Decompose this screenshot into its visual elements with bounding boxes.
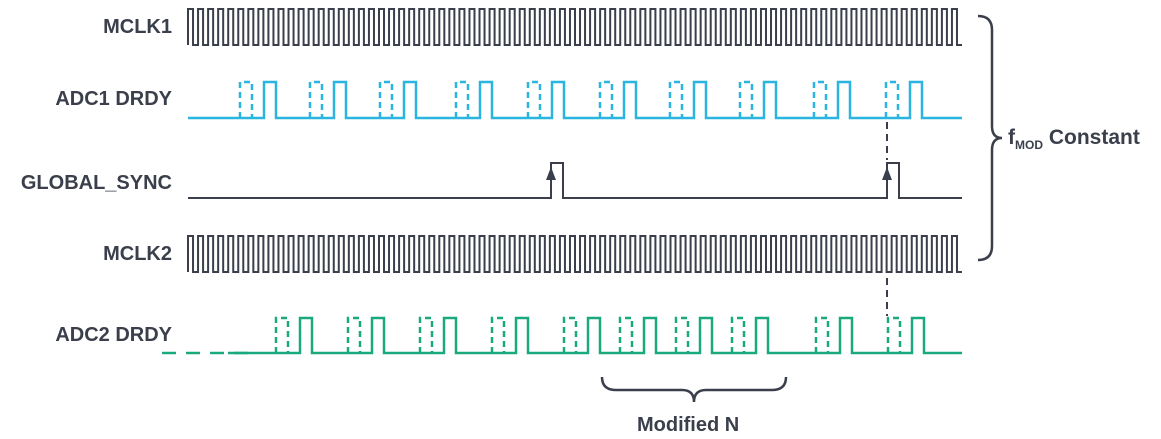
adc1-drdy-label: ADC1 DRDY bbox=[55, 88, 172, 110]
drdy-dashed-pulse bbox=[454, 80, 470, 118]
drdy-dashed-pulse bbox=[274, 316, 290, 353]
drdy-solid-pulses bbox=[188, 80, 962, 120]
mclk2-waveform bbox=[187, 235, 962, 273]
drdy-dashed-pulse bbox=[738, 80, 754, 118]
global-sync-waveform bbox=[188, 162, 962, 199]
drdy-dashed-pulse bbox=[308, 80, 324, 118]
global-sync-label: GLOBAL_SYNC bbox=[20, 172, 172, 194]
drdy-dashed-pulse bbox=[526, 80, 542, 118]
adc2-drdy-label: ADC2 DRDY bbox=[55, 324, 172, 346]
fmod-constant: Constant bbox=[1043, 126, 1140, 149]
fmod-f: f bbox=[1008, 126, 1015, 149]
drdy-dashed-pulse bbox=[668, 80, 684, 118]
drdy-dashed-pulse bbox=[346, 316, 362, 353]
drdy-dashed-pulse bbox=[562, 316, 578, 353]
drdy-dashed-pulse bbox=[812, 80, 828, 118]
drdy-dashed-pulse bbox=[674, 316, 690, 353]
adc2-drdy-waveform bbox=[162, 316, 962, 355]
drdy-dashed-pulse bbox=[886, 316, 902, 353]
sync-edge-arrow bbox=[546, 167, 556, 180]
drdy-dashed-pulse bbox=[598, 80, 614, 118]
modified-n-label: Modified N bbox=[637, 414, 740, 436]
adc1-drdy-waveform bbox=[188, 80, 962, 120]
sync-waveform bbox=[188, 162, 962, 199]
drdy-dashed-pulse bbox=[814, 316, 830, 353]
fmod-constant-label: fMOD Constant bbox=[1008, 126, 1140, 152]
drdy-dashed-pulse bbox=[238, 80, 254, 118]
drdy-dashed-pulse bbox=[378, 80, 394, 118]
drdy-dashed-pulse bbox=[490, 316, 506, 353]
clock-pulse-train bbox=[187, 8, 962, 46]
drdy-dashed-pulse bbox=[884, 80, 900, 118]
fmod-subscript: MOD bbox=[1015, 138, 1043, 153]
drdy-dashed-pulse bbox=[618, 316, 634, 353]
mclk2-label: MCLK2 bbox=[103, 243, 172, 265]
drdy-dashed-pulse bbox=[730, 316, 746, 353]
clock-pulse-train bbox=[187, 235, 962, 273]
mclk1-label: MCLK1 bbox=[103, 16, 172, 38]
mclk1-waveform bbox=[187, 8, 962, 46]
sync-edge-arrow bbox=[882, 167, 892, 180]
fmod-brace bbox=[977, 14, 1003, 262]
annotations bbox=[600, 14, 1003, 403]
drdy-solid-pulses bbox=[228, 316, 962, 355]
modified-n-brace bbox=[600, 376, 788, 403]
drdy-dashed-pulse bbox=[418, 316, 434, 353]
